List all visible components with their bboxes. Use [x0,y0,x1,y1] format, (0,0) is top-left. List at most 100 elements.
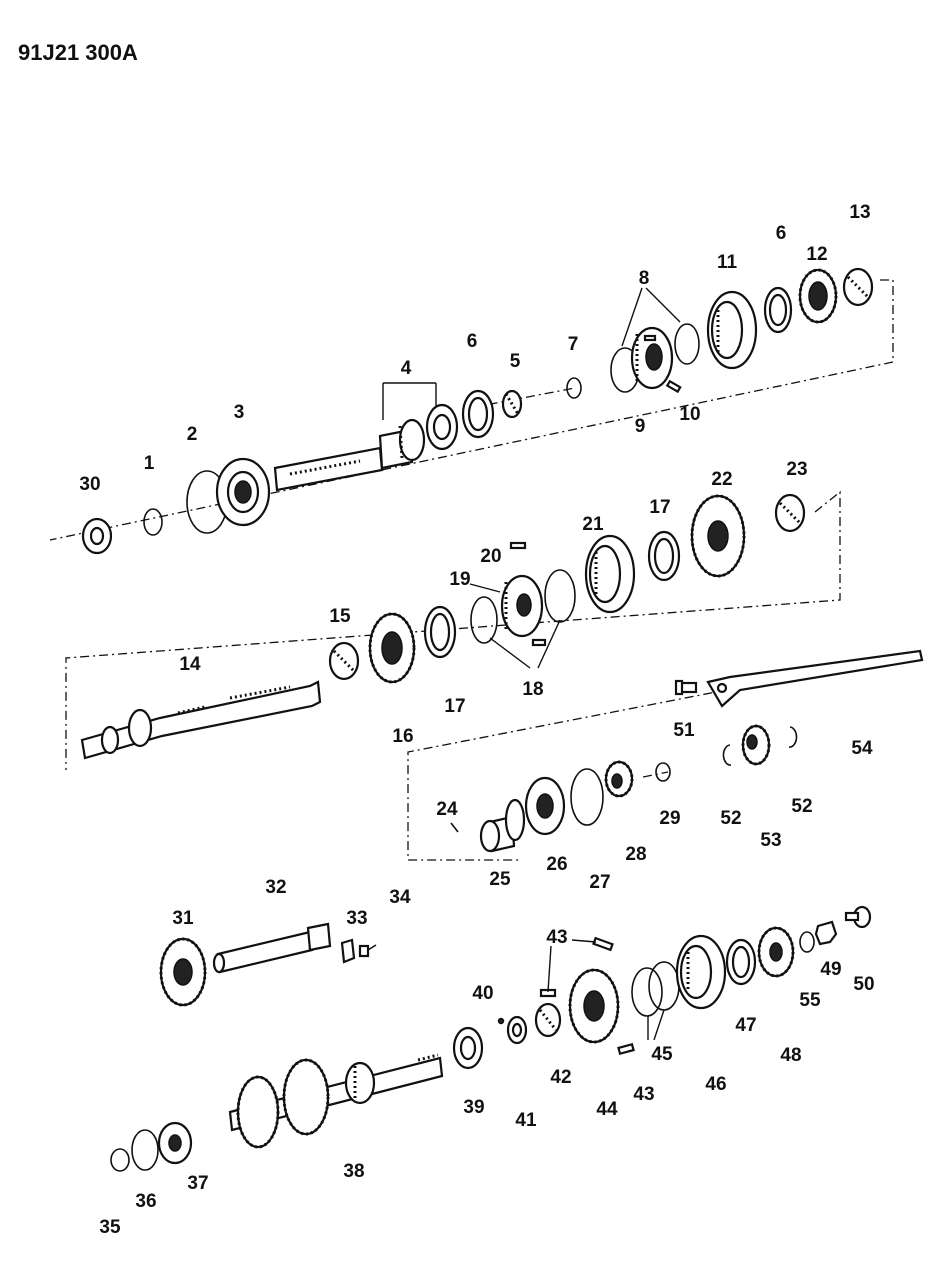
sleeve-21 [584,534,636,614]
roller-bearing-23 [774,493,806,533]
callout-10: 10 [679,404,700,425]
countershaft-38 [228,1053,444,1149]
input-shaft-4 [273,418,426,492]
idler-shaft-32 [212,922,332,974]
row-1-parts [81,267,874,555]
callout-9: 9 [635,416,646,437]
synchro-hub-19 [500,574,544,638]
lock-plate-33 [340,938,356,964]
callout-47: 47 [735,1015,756,1036]
reference-code: 91J21 300A [18,40,138,65]
row-2-parts [80,493,806,760]
strut-18 [531,638,547,647]
callout-43b: 43 [633,1084,654,1105]
callout-40: 40 [472,983,493,1004]
callout-53: 53 [760,830,781,851]
key-43a [592,936,614,952]
ring-6a [461,389,495,439]
callout-17b: 17 [649,497,670,518]
callout-51: 51 [673,720,695,741]
seal-30 [81,517,113,555]
snap-ring-27 [570,768,604,826]
roller-bearing-5 [501,389,523,419]
callout-29: 29 [659,808,680,829]
callout-43a: 43 [546,927,567,948]
snap-ring-29 [655,762,671,782]
callout-35: 35 [99,1217,121,1238]
callout-14: 14 [179,654,201,675]
callout-19: 19 [449,569,470,590]
callout-54: 54 [851,738,873,759]
callout-labels: 1 2 3 4 5 6 7 8 9 10 11 6 12 13 30 14 15… [79,202,874,1238]
snap-ring-1 [143,508,163,536]
bearing-ring-4 [425,403,459,451]
callout-38: 38 [343,1161,364,1182]
callout-4: 4 [401,358,412,379]
gear-12 [798,268,838,324]
callout-30: 30 [79,474,100,495]
gear-31 [159,937,207,1007]
bolt-51 [674,679,698,696]
gear-22 [690,494,746,578]
ring-36 [131,1129,159,1171]
callout-15: 15 [329,606,351,627]
callout-1: 1 [144,453,155,474]
callout-49: 49 [820,959,841,980]
synchro-hub-9 [630,326,674,390]
ball-40 [497,1017,505,1025]
ring-6b [763,286,793,334]
bearing-39 [452,1026,484,1070]
nut-49 [814,920,838,946]
bolt-34 [358,944,377,958]
gear-16 [368,612,416,684]
ring-17a [423,605,457,659]
bearing-26 [524,776,566,836]
key-43c [617,1042,635,1056]
bolt-50 [844,905,872,929]
shift-rail-54 [706,649,924,708]
callout-52b: 52 [791,796,812,817]
callout-37: 37 [187,1173,208,1194]
strut-8 [643,334,657,342]
callout-20: 20 [480,546,501,567]
roller-bearing-15 [328,641,360,681]
sleeve-11 [706,290,758,370]
callout-25: 25 [489,869,511,890]
ring-45a [631,967,663,1017]
ring-8b [674,323,700,365]
ring-17b [647,530,681,582]
row-3-parts [450,649,924,853]
callout-7: 7 [568,334,579,355]
callout-41: 41 [515,1110,537,1131]
callout-5: 5 [510,351,521,372]
callout-50: 50 [853,974,874,995]
callout-21: 21 [582,514,604,535]
gear-48 [757,926,795,978]
gear-53 [741,724,771,766]
callout-13: 13 [849,202,870,223]
roller-bearing-13 [842,267,874,307]
callout-24: 24 [436,799,458,820]
row-4-parts [110,905,872,1172]
snap-ring-18b [544,569,576,623]
adapter-25 [479,798,526,853]
bearing-37 [157,1121,193,1165]
snap-ring-18a [470,596,498,644]
gear-28 [604,760,634,798]
main-shaft-14 [80,680,322,760]
callout-12: 12 [806,244,827,265]
callout-52a: 52 [720,808,741,829]
pin-24 [450,822,459,833]
snap-ring-35 [110,1148,130,1172]
thrust-washer-41 [506,1015,528,1045]
callout-42: 42 [550,1067,571,1088]
strut-20 [509,541,527,550]
callout-45: 45 [651,1044,673,1065]
gear-44 [568,968,620,1044]
callout-8: 8 [639,268,650,289]
callout-44: 44 [596,1099,618,1120]
callout-33: 33 [346,908,367,929]
snap-ring-7 [566,377,582,399]
leader-lines [382,287,681,1041]
